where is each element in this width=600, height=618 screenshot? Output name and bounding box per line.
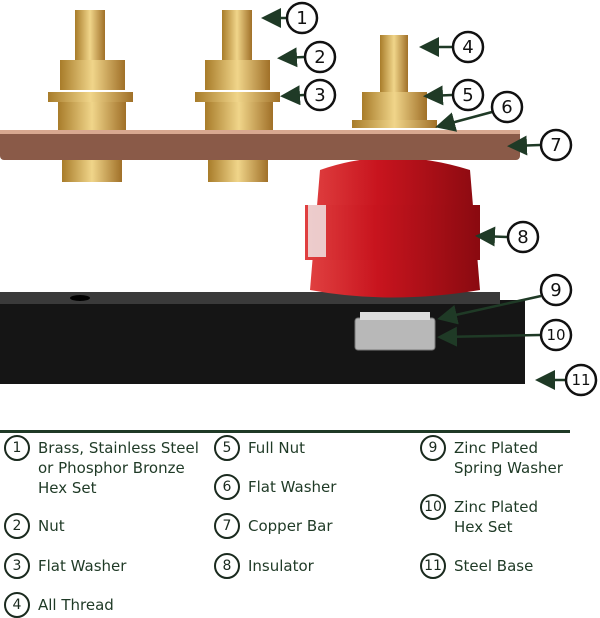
svg-text:11: 11 xyxy=(571,371,590,389)
callout-1: 1 xyxy=(285,1,319,35)
svg-text:3: 3 xyxy=(314,85,325,106)
legend-item: 6 Flat Washer xyxy=(214,474,337,500)
legend-number: 6 xyxy=(214,474,240,500)
legend-label: Flat Washer xyxy=(248,478,337,496)
legend-item: 7 Copper Bar xyxy=(214,513,333,539)
legend-label: Full Nut xyxy=(248,439,306,457)
legend-item: 9 Zinc Plated Spring Washer xyxy=(420,435,563,478)
hex-set xyxy=(354,312,436,351)
callout-3: 3 xyxy=(303,78,337,112)
legend-number: 11 xyxy=(420,553,446,579)
legend-label: Zinc Plated Hex Set xyxy=(454,498,539,536)
svg-text:4: 4 xyxy=(462,37,473,58)
callout-6: 6 xyxy=(490,90,524,124)
svg-text:8: 8 xyxy=(517,227,528,248)
svg-text:7: 7 xyxy=(550,135,561,156)
legend-item: 5 Full Nut xyxy=(214,435,306,461)
legend-item: 1 Brass, Stainless Steel or Phosphor Bron… xyxy=(4,435,199,498)
callout-11: 11 xyxy=(564,363,598,397)
svg-text:2: 2 xyxy=(314,47,325,68)
legend-label: Insulator xyxy=(248,557,314,575)
legend-number: 8 xyxy=(214,553,240,579)
legend-number: 4 xyxy=(4,592,30,618)
legend-number: 9 xyxy=(420,435,446,461)
legend-label: Flat Washer xyxy=(38,557,127,575)
legend-item: 4 All Thread xyxy=(4,592,114,618)
legend-item: 8 Insulator xyxy=(214,553,314,579)
callout-4: 4 xyxy=(451,30,485,64)
callout-5: 5 xyxy=(451,78,485,112)
svg-text:6: 6 xyxy=(501,97,512,118)
callout-9: 9 xyxy=(539,273,573,307)
svg-text:9: 9 xyxy=(550,280,561,301)
copper-bar xyxy=(0,130,520,160)
legend-label: Zinc Plated Spring Washer xyxy=(454,439,563,477)
legend-number: 3 xyxy=(4,553,30,579)
legend-number: 1 xyxy=(4,435,30,461)
legend-number: 10 xyxy=(420,494,446,520)
legend-item: 2 Nut xyxy=(4,513,65,539)
legend-label: Steel Base xyxy=(454,557,534,575)
legend-number: 2 xyxy=(4,513,30,539)
legend-number: 5 xyxy=(214,435,240,461)
callout-7: 7 xyxy=(539,128,573,162)
legend-item: 3 Flat Washer xyxy=(4,553,127,579)
svg-text:1: 1 xyxy=(296,8,307,29)
legend-label: Copper Bar xyxy=(248,517,333,535)
brass-studs xyxy=(48,10,437,182)
divider xyxy=(0,430,570,433)
svg-text:5: 5 xyxy=(462,85,473,106)
callout-10: 10 xyxy=(539,318,573,352)
legend-item: 11 Steel Base xyxy=(420,553,534,579)
callout-8: 8 xyxy=(506,220,540,254)
busbar-diagram: 1 2 3 4 5 6 7 8 9 10 11 xyxy=(0,1,598,397)
insulator xyxy=(305,157,480,298)
legend-item: 10 Zinc Plated Hex Set xyxy=(420,494,539,537)
legend-number: 7 xyxy=(214,513,240,539)
callout-arrows xyxy=(261,8,565,390)
callout-2: 2 xyxy=(303,40,337,74)
legend-label: Brass, Stainless Steel or Phosphor Bronz… xyxy=(38,439,199,497)
legend-label: All Thread xyxy=(38,596,114,614)
legend-label: Nut xyxy=(38,517,65,535)
svg-text:10: 10 xyxy=(546,326,565,344)
